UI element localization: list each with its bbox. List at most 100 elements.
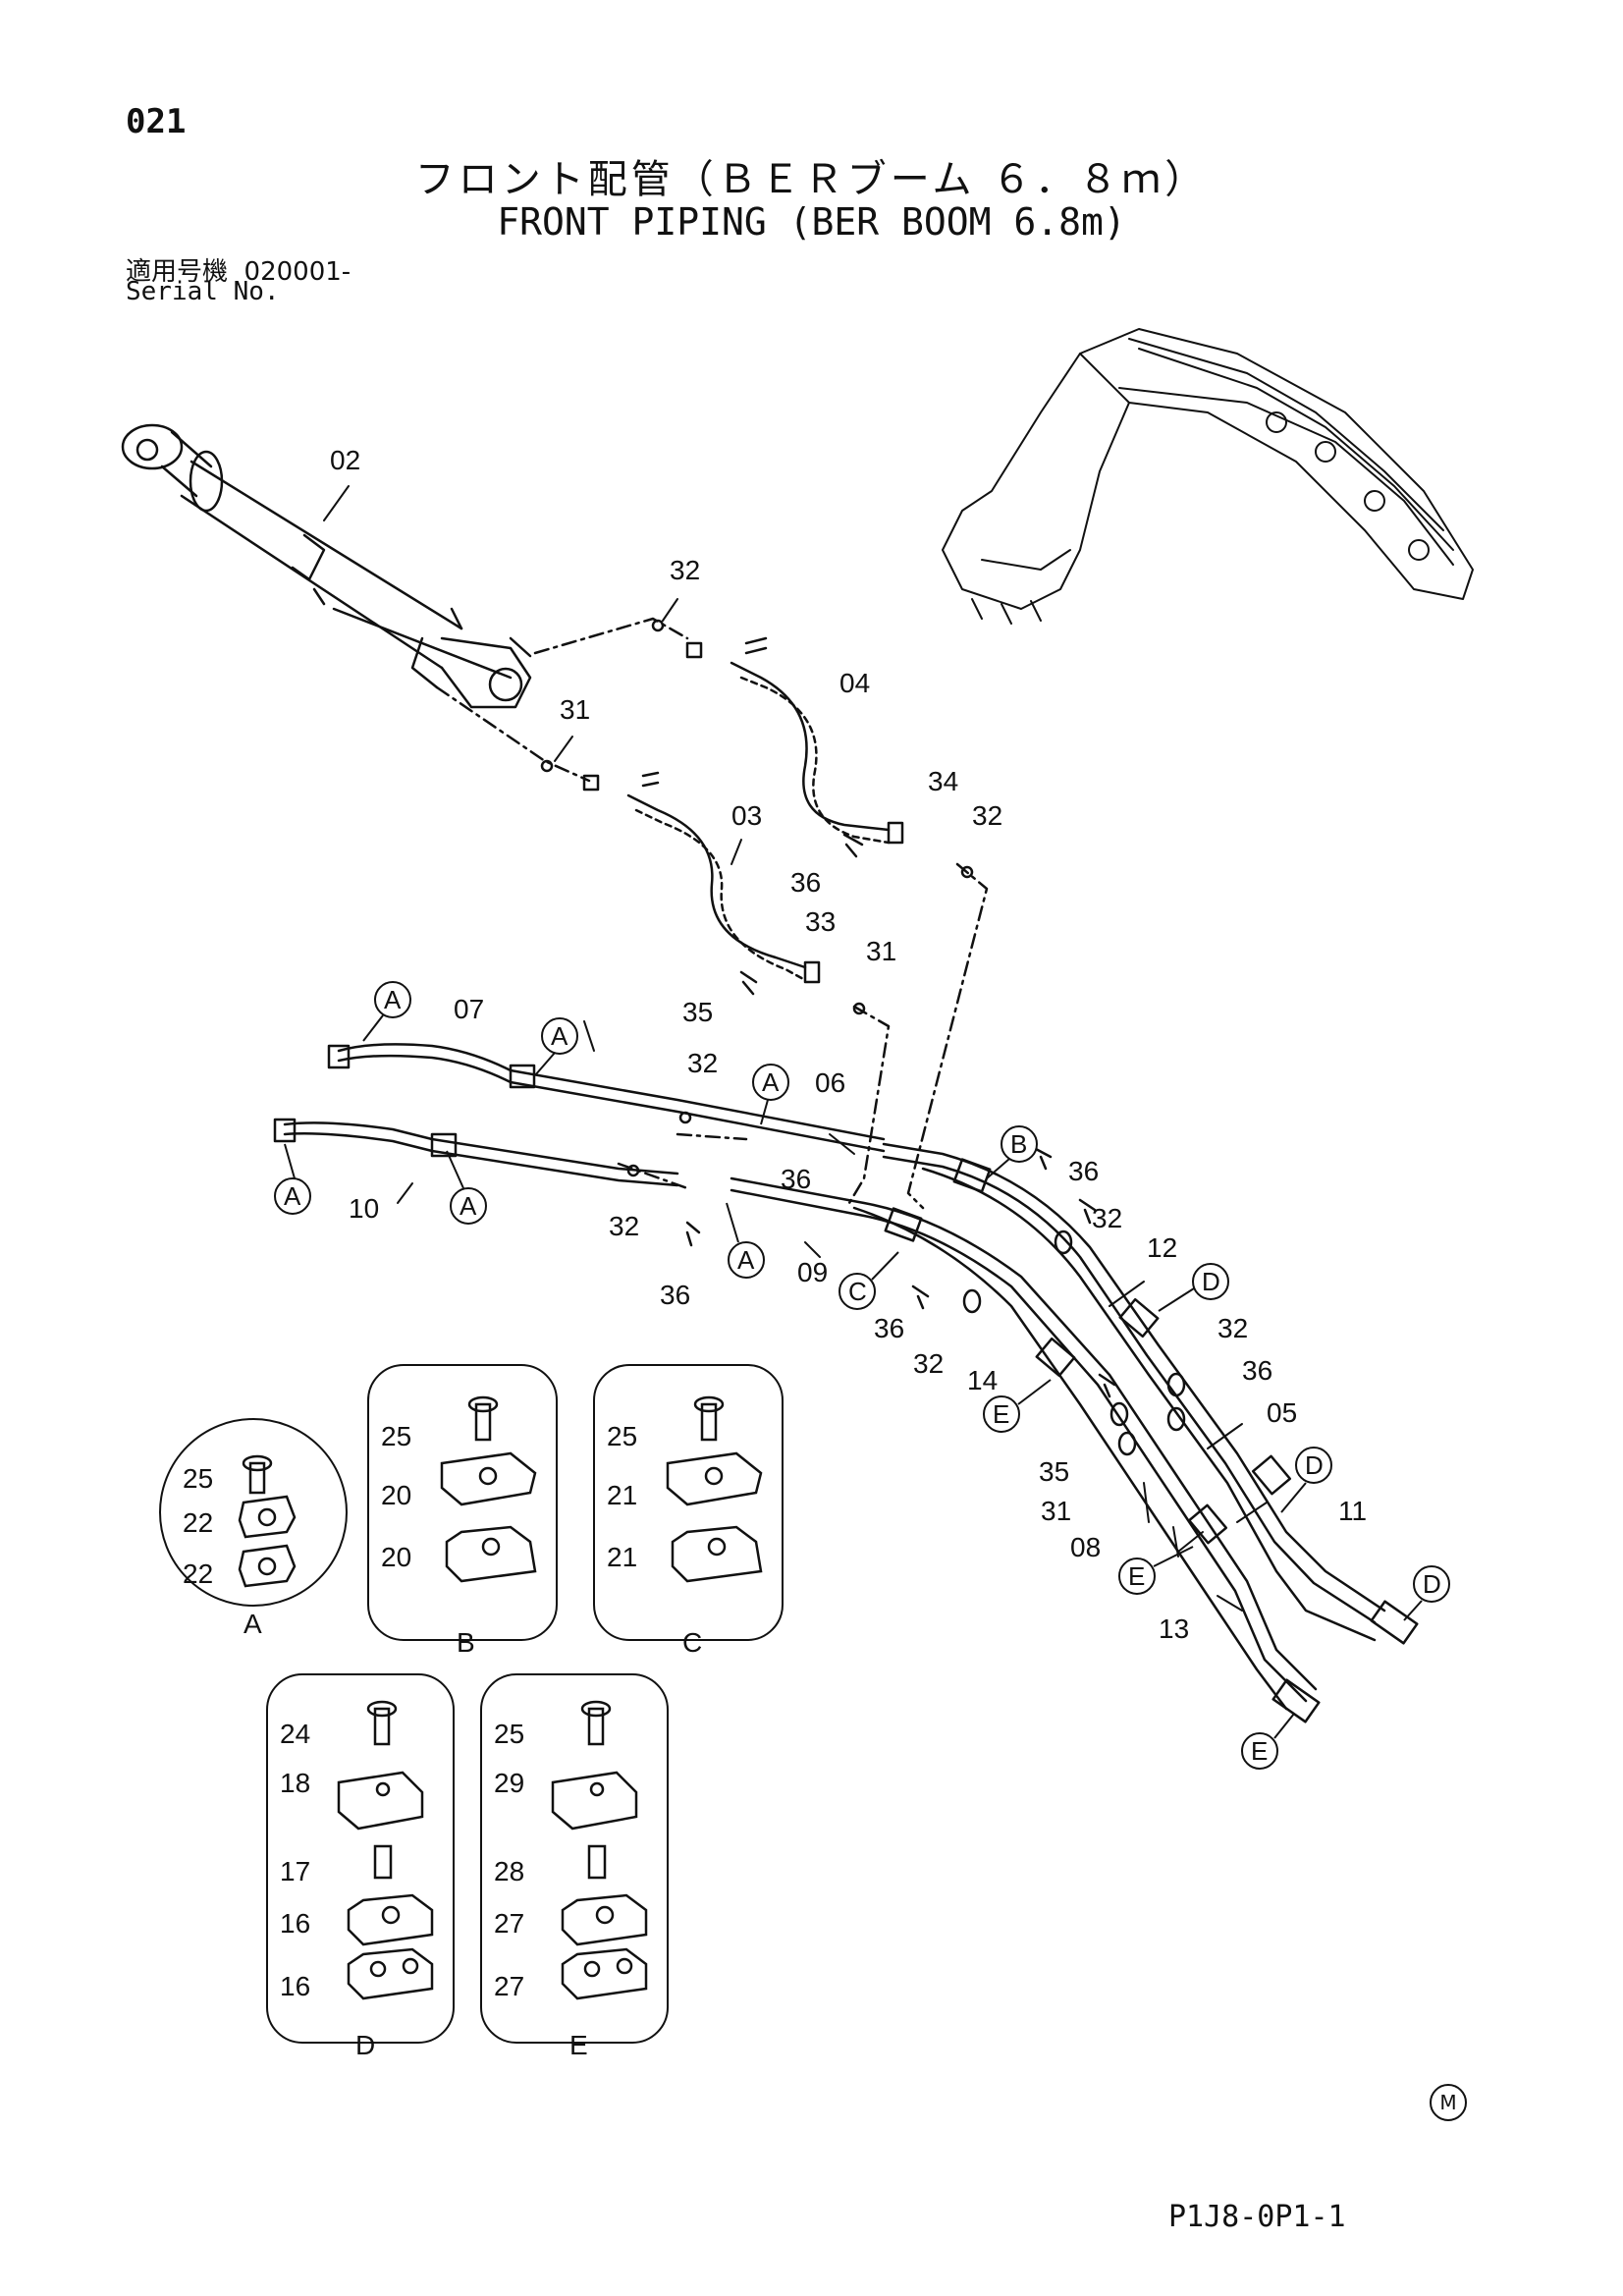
detail-d-caption: D (355, 2030, 375, 2060)
svg-text:D: D (1305, 1450, 1324, 1480)
part-label-10: 10 (349, 1193, 379, 1224)
excavator-sketch (942, 328, 1474, 625)
title-japanese: フロント配管（ＢＥＲブーム ６．８ｍ） (414, 157, 1209, 202)
fittings (540, 619, 1186, 1456)
detail-b: 25 20 20 B (367, 1364, 558, 1658)
detail-d-label-16: 16 (280, 1908, 310, 1939)
serial-value: 020001- (243, 257, 352, 287)
part-label-34: 34 (928, 766, 958, 796)
detail-a-label-22: 22 (183, 1507, 213, 1538)
detail-e-label-27: 27 (494, 1908, 524, 1939)
callout-a: A (726, 1202, 765, 1279)
detail-b-label-20: 20 (381, 1480, 411, 1510)
part-label-05: 05 (1267, 1397, 1297, 1428)
detail-c-caption: C (682, 1627, 702, 1658)
part-label-09: 09 (797, 1257, 828, 1287)
detail-a: 25 22 22 A (159, 1418, 348, 1639)
callout-a: A (534, 1017, 578, 1076)
part-label-32: 32 (687, 1048, 718, 1078)
detail-e-label-29: 29 (494, 1768, 524, 1798)
detail-d-label-17: 17 (280, 1856, 310, 1886)
callout-a: A (446, 1150, 487, 1225)
detail-b-label-25: 25 (381, 1421, 411, 1451)
part-label-32: 32 (609, 1211, 639, 1241)
callout-b: B (986, 1125, 1038, 1179)
part-label-32: 32 (972, 800, 1002, 831)
part-label-35: 35 (682, 997, 713, 1027)
part-label-06: 06 (815, 1067, 845, 1098)
label-leaders (323, 485, 1268, 1612)
part-label-31: 31 (560, 694, 590, 725)
m-mark: M (1430, 2084, 1467, 2121)
detail-c: 25 21 21 C (593, 1364, 784, 1658)
svg-text:C: C (848, 1277, 867, 1306)
leader-lines (435, 617, 989, 1210)
callout-a: A (274, 1143, 311, 1215)
serial-label-english: Serial No. (126, 277, 280, 306)
title-english: FRONT PIPING (BER BOOM 6.8m) (497, 200, 1126, 244)
callout-d: D (1158, 1263, 1229, 1312)
callout-e: E (1241, 1713, 1295, 1770)
detail-d-label-18: 18 (280, 1768, 310, 1798)
part-label-36: 36 (874, 1313, 904, 1343)
svg-text:E: E (993, 1399, 1009, 1429)
detail-b-label-20: 20 (381, 1542, 411, 1572)
detail-d: 24 18 17 16 16 D (266, 1673, 455, 2060)
main-pipes (730, 1142, 1419, 1723)
callout-e: E (1118, 1546, 1194, 1595)
svg-text:E: E (1251, 1736, 1268, 1766)
part-label-32: 32 (1092, 1203, 1122, 1233)
document-code: P1J8-0P1-1 (1168, 2200, 1346, 2234)
callout-d: D (1280, 1447, 1332, 1513)
part-label-04: 04 (839, 668, 870, 698)
part-labels: 02 32 04 31 03 34 32 36 33 31 35 07 32 0… (330, 445, 1367, 1644)
part-label-14: 14 (967, 1365, 998, 1395)
detail-c-label-25: 25 (607, 1421, 637, 1451)
detail-e: 25 29 28 27 27 E (480, 1673, 669, 2060)
callout-a: A (362, 981, 411, 1042)
hose-03 (582, 774, 821, 984)
part-label-36: 36 (660, 1280, 690, 1310)
detail-e-caption: E (569, 2030, 588, 2060)
part-label-12: 12 (1147, 1232, 1177, 1263)
part-label-33: 33 (805, 906, 836, 937)
part-label-32: 32 (670, 555, 700, 585)
detail-c-label-21: 21 (607, 1480, 637, 1510)
svg-text:A: A (460, 1191, 477, 1221)
detail-a-caption: A (243, 1609, 262, 1639)
detail-d-label-24: 24 (280, 1719, 310, 1749)
part-label-08: 08 (1070, 1532, 1101, 1562)
pipes-07-10 (273, 1043, 886, 1187)
page-number: 021 (126, 102, 187, 141)
svg-text:A: A (284, 1181, 301, 1211)
serial-label-jp: 適用号機 (126, 257, 229, 287)
part-label-36: 36 (790, 867, 821, 898)
boom-cylinder (121, 423, 532, 709)
callouts: A A A A A A B C D D D E E E (274, 981, 1450, 1770)
detail-a-label-22: 22 (183, 1558, 213, 1589)
part-label-11: 11 (1338, 1496, 1367, 1526)
callout-e: E (983, 1379, 1052, 1433)
svg-text:D: D (1202, 1267, 1220, 1296)
part-label-32: 36 (1242, 1355, 1272, 1386)
hose-04 (685, 641, 904, 845)
part-label-03: 03 (731, 800, 762, 831)
svg-text:E: E (1128, 1561, 1145, 1591)
svg-text:A: A (737, 1245, 755, 1275)
detail-a-label-25: 25 (183, 1463, 213, 1494)
svg-text:A: A (384, 985, 402, 1014)
detail-e-label-25: 25 (494, 1719, 524, 1749)
part-label-02: 02 (330, 445, 360, 475)
svg-text:A: A (762, 1067, 780, 1097)
callout-c: C (839, 1251, 899, 1310)
part-label-31: 31 (1041, 1496, 1071, 1526)
serial-line-japanese: 適用号機 020001- (126, 251, 351, 288)
part-label-36: 32 (1217, 1313, 1248, 1343)
svg-text:D: D (1423, 1569, 1441, 1599)
part-label-07: 07 (454, 994, 484, 1024)
part-label-13: 13 (1159, 1613, 1189, 1644)
part-label-36: 36 (1068, 1156, 1099, 1186)
callout-a: A (752, 1064, 789, 1125)
part-label-32: 32 (913, 1348, 944, 1379)
